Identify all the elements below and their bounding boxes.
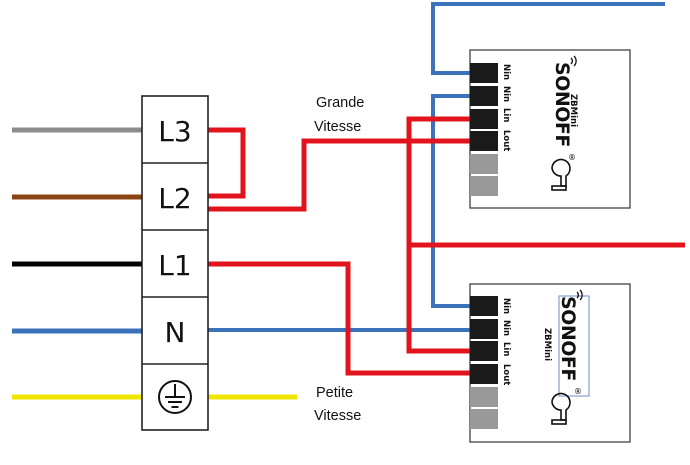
pin-label-nin-1: Nin bbox=[501, 298, 511, 314]
low-speed-label-line1: Petite bbox=[316, 385, 353, 401]
registered-mark: ® bbox=[568, 153, 576, 162]
pin-lout bbox=[470, 131, 498, 151]
pin-unused-1 bbox=[470, 154, 498, 174]
earth-ground-icon bbox=[158, 380, 192, 414]
wifi-signal-icon bbox=[576, 289, 583, 301]
terminal-label-n: N bbox=[165, 316, 186, 349]
l3-l2-bridge bbox=[208, 127, 246, 199]
wifi-signal-icon bbox=[570, 55, 577, 67]
pin-nin-2 bbox=[470, 86, 498, 106]
neutral-loop-top bbox=[431, 2, 665, 75]
brand-logo: SONOFF bbox=[557, 296, 579, 381]
model-label: ZBMini bbox=[542, 328, 552, 361]
pin-unused-2 bbox=[470, 409, 498, 429]
pin-label-nin-2: Nin bbox=[501, 86, 511, 102]
registered-mark: ® bbox=[574, 387, 582, 396]
button-icon bbox=[551, 392, 571, 425]
button-icon bbox=[551, 158, 571, 191]
low-speed-label-line2: Vitesse bbox=[314, 408, 361, 424]
model-label: ZBMini bbox=[568, 94, 578, 127]
terminal-label-l1: L1 bbox=[158, 249, 191, 282]
pin-unused-2 bbox=[470, 176, 498, 196]
pin-lin bbox=[470, 109, 498, 129]
neutral-loop-middle bbox=[431, 94, 470, 308]
pin-label-lin: Lin bbox=[501, 342, 511, 356]
live-in-bus bbox=[406, 116, 470, 354]
high-speed-wire bbox=[208, 138, 470, 212]
pin-label-lin: Lin bbox=[501, 108, 511, 122]
pin-unused-1 bbox=[470, 387, 498, 407]
high-speed-label-line2: Vitesse bbox=[314, 119, 361, 135]
high-speed-label-line1: Grande bbox=[316, 95, 364, 111]
sonoff-zbmini-module-top: Nin Nin Lin Lout SONOFF ® ZBMini bbox=[469, 49, 631, 209]
pin-lout bbox=[470, 364, 498, 384]
pin-nin-2 bbox=[470, 319, 498, 339]
pin-nin-1 bbox=[470, 296, 498, 316]
pin-label-nin-1: Nin bbox=[501, 64, 511, 80]
terminal-label-l2: L2 bbox=[158, 182, 191, 215]
brand-selection-box bbox=[558, 295, 590, 397]
terminal-label-l3: L3 bbox=[158, 115, 191, 148]
sonoff-zbmini-module-bottom: Nin Nin Lin Lout SONOFF ® ZBMini bbox=[469, 283, 631, 443]
pin-label-lout: Lout bbox=[501, 364, 511, 385]
brand-logo: SONOFF bbox=[551, 62, 573, 147]
terminal-block: L3 L2 L1 N bbox=[141, 95, 209, 431]
pin-lin bbox=[470, 341, 498, 361]
pin-nin-1 bbox=[470, 63, 498, 83]
live-feed-l1 bbox=[208, 261, 470, 376]
pin-label-lout: Lout bbox=[501, 130, 511, 151]
pin-label-nin-2: Nin bbox=[501, 320, 511, 336]
